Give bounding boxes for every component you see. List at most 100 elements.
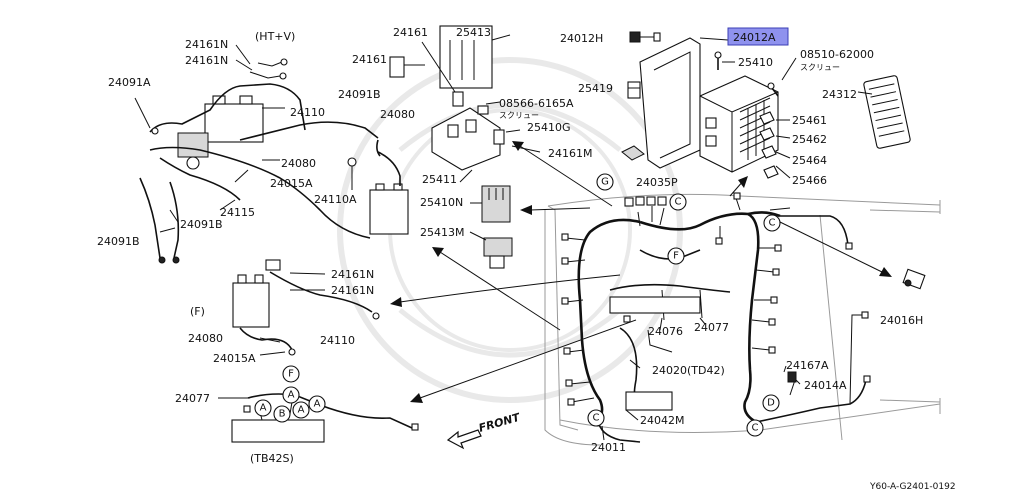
fuse-box-group [621,31,911,179]
diagram-code: Y60-A-G2401-0192 [869,482,956,492]
battery-f-group [232,259,380,356]
label-25466: 25466 [792,174,827,187]
label-24312: 24312 [822,88,857,101]
label-24016H: 24016H [880,314,923,327]
label-24161N-d: 24161N [331,284,374,297]
bubble-c-bottom-right: C [746,419,764,437]
label-25419: 25419 [578,82,613,95]
screw-note-2: スクリュー [800,63,840,72]
bubble-f-main: F [667,247,685,265]
svg-text:A: A [314,399,321,410]
harness-label-box [609,296,701,314]
svg-text:F: F [288,369,294,380]
bubble-a-top: A [282,386,300,404]
bubble-c-right: C [763,214,781,232]
connector-group [469,185,513,269]
relay-24161-left[interactable] [389,56,405,78]
bubble-a-mid: A [292,401,310,419]
label-25410G: 25410G [527,121,571,134]
front-arrow [446,429,482,450]
bubble-a-left: A [254,399,272,417]
label-24080-a: 24080 [380,108,415,121]
svg-text:A: A [288,390,295,401]
label-24091B-a: 24091B [338,88,381,101]
svg-text:B: B [279,409,286,420]
bubble-a-right: A [308,395,326,413]
battery-harness-group [134,44,379,264]
bracket-25419[interactable] [639,37,701,169]
svg-text:A: A [260,403,267,414]
label-24161N-b: 24161N [185,54,228,67]
label-24077-left: 24077 [175,392,210,405]
label-24167A: 24167A [786,359,829,372]
svg-text:C: C [752,423,759,434]
label-24161-top: 24161 [393,26,428,39]
label-24012A: 24012A [733,31,776,44]
label-24012H: 24012H [560,32,603,45]
label-24091B-b: 24091B [180,218,223,231]
label-24011: 24011 [591,441,626,454]
relay-bracket-group [389,25,541,183]
label-08510: 08510-62000 [800,48,874,61]
label-24161M: 24161M [548,147,592,160]
svg-text:C: C [675,197,682,208]
label-24110A: 24110A [314,193,357,206]
battery-f[interactable] [232,282,270,328]
label-24161N-c: 24161N [331,268,374,281]
bubble-c-top: C [669,193,687,211]
label-08566: 08566-6165A [499,97,574,110]
label-24015A-b: 24015A [213,352,256,365]
bubble-b: B [273,405,291,423]
battery-24080[interactable] [369,189,409,235]
connector-25413M[interactable] [483,237,513,257]
label-24080-c: 24080 [188,332,223,345]
relay-25413[interactable] [439,25,493,89]
label-25413M: 25413M [420,226,464,239]
svg-text:G: G [601,177,609,188]
battery-2-group [347,139,409,235]
bracket-25411[interactable] [431,107,501,171]
label-25411: 25411 [422,173,457,186]
grille-24312[interactable] [863,75,911,149]
fuse-slots [739,97,771,160]
label-24110-a: 24110 [290,106,325,119]
label-25462: 25462 [792,133,827,146]
svg-text:C: C [593,413,600,424]
bubble-g: G [596,173,614,191]
label-25410N: 25410N [420,196,463,209]
starter-relay[interactable] [177,132,209,158]
highlight-24012A[interactable] [727,27,789,46]
chassis-frame [544,193,941,446]
harness-leaders [601,317,801,441]
label-24035P: 24035P [636,176,678,189]
bubble-c-bottom-left: C [587,409,605,427]
label-24161-mid: 24161 [352,53,387,66]
label-24161N-a: 24161N [185,38,228,51]
bubble-d: D [762,394,780,412]
svg-text:C: C [769,218,776,229]
label-25413: 25413 [456,26,491,39]
label-24115: 24115 [220,206,255,219]
svg-text:D: D [767,398,775,409]
label-24077-right: 24077 [694,321,729,334]
variant-f: (F) [190,305,205,318]
label-24110-b: 24110 [320,334,355,347]
label-25464: 25464 [792,154,827,167]
callout-arrows [390,141,892,403]
label-24091B-c: 24091B [97,235,140,248]
svg-text:F: F [673,251,679,262]
label-24042M: 24042M [640,414,684,427]
harness-label-box-2 [625,391,673,411]
label-24076: 24076 [648,325,683,338]
label-25410: 25410 [738,56,773,69]
label-24014A: 24014A [804,379,847,392]
label-24080-b: 24080 [281,157,316,170]
screw-note-1: スクリュー [499,111,539,120]
label-24015A-a: 24015A [270,177,313,190]
battery-ht-v[interactable] [204,103,264,143]
tb42s-box [231,419,325,443]
part-25410G[interactable] [621,145,645,161]
bubble-f-left: F [282,365,300,383]
variant-tb42s: (TB42S) [250,452,294,465]
